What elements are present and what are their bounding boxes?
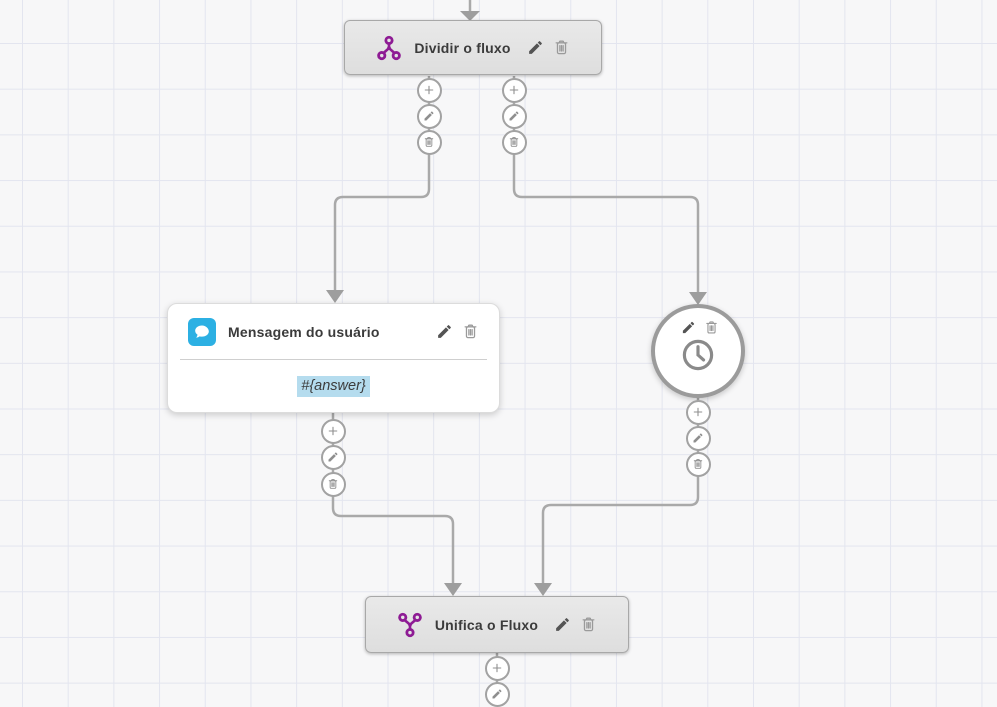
delete-connector-button[interactable]	[416, 129, 442, 155]
arrowhead-into-message	[326, 290, 344, 303]
chat-bubble-icon	[188, 317, 216, 346]
split-branch-icon	[376, 35, 402, 61]
user-message-header: Mensagem do usuário	[168, 304, 499, 359]
plus-icon	[423, 84, 435, 96]
pencil-icon	[508, 110, 520, 122]
arrowhead-into-merge-left	[444, 583, 462, 596]
user-message-body: #{answer}	[168, 360, 499, 413]
pencil-icon[interactable]	[554, 616, 571, 633]
pencil-icon	[327, 451, 339, 463]
add-block-button[interactable]	[501, 77, 527, 103]
edit-connector-button[interactable]	[416, 103, 442, 129]
split-node-actions	[527, 39, 570, 56]
timer-node-actions	[681, 320, 719, 335]
trash-icon	[327, 478, 339, 490]
add-block-button[interactable]	[320, 418, 346, 444]
clock-icon	[679, 336, 717, 374]
trash-icon	[692, 458, 704, 470]
timer-node[interactable]	[651, 304, 745, 398]
trash-icon	[508, 136, 520, 148]
trash-icon[interactable]	[580, 616, 597, 633]
user-message-node-title: Mensagem do usuário	[228, 323, 380, 340]
connector-arrowheads	[326, 11, 707, 596]
edit-connector-button[interactable]	[685, 425, 711, 451]
pencil-icon	[692, 432, 704, 444]
delete-connector-button[interactable]	[685, 451, 711, 477]
edit-connector-button[interactable]	[484, 681, 510, 707]
user-message-node[interactable]: Mensagem do usuário #{answer}	[167, 303, 500, 413]
pencil-icon[interactable]	[681, 320, 696, 335]
variable-chip[interactable]: #{answer}	[297, 375, 370, 398]
edit-connector-button[interactable]	[320, 444, 346, 470]
pencil-icon[interactable]	[436, 323, 453, 340]
merge-node-actions	[554, 616, 597, 633]
plus-icon	[692, 406, 704, 418]
split-flow-node[interactable]: Dividir o fluxo	[344, 20, 602, 75]
add-block-button[interactable]	[484, 655, 510, 681]
delete-connector-button[interactable]	[320, 471, 346, 497]
split-flow-node-title: Dividir o fluxo	[414, 39, 511, 56]
delete-connector-button[interactable]	[501, 129, 527, 155]
connector-split-to-timer	[512, 76, 700, 292]
merge-flow-node-title: Unifica o Fluxo	[434, 616, 539, 633]
arrowhead-into-timer	[689, 292, 707, 305]
trash-icon	[423, 136, 435, 148]
pencil-icon	[423, 110, 435, 122]
pencil-icon[interactable]	[527, 39, 544, 56]
merge-flow-node[interactable]: Unifica o Fluxo	[365, 596, 629, 653]
trash-icon[interactable]	[462, 323, 479, 340]
merge-branch-icon	[397, 612, 423, 638]
trash-icon[interactable]	[704, 320, 719, 335]
plus-icon	[327, 425, 339, 437]
card-divider	[180, 359, 487, 360]
arrowhead-into-merge-right	[534, 583, 552, 596]
user-message-actions	[436, 323, 479, 340]
arrowhead-into-split	[460, 11, 480, 21]
pencil-icon	[491, 688, 503, 700]
trash-icon[interactable]	[553, 39, 570, 56]
connector-message-to-merge	[331, 413, 455, 583]
plus-icon	[508, 84, 520, 96]
edit-connector-button[interactable]	[501, 103, 527, 129]
connector-timer-to-merge	[541, 397, 700, 583]
add-block-button[interactable]	[685, 399, 711, 425]
connector-split-to-message	[333, 76, 431, 290]
plus-icon	[491, 662, 503, 674]
add-block-button[interactable]	[416, 77, 442, 103]
